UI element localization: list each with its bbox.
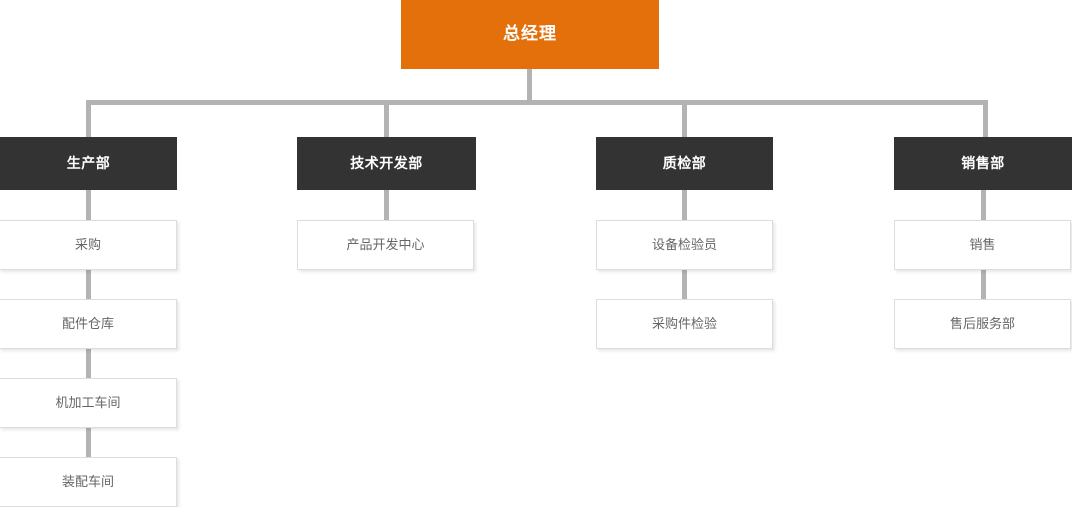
node-sales-department[interactable]: 销售部 — [894, 137, 1072, 190]
connector-drop-dept-3 — [682, 100, 687, 137]
connector-dept-3-child-1-to-2 — [682, 269, 687, 300]
node-procurement[interactable]: 采购 — [0, 220, 177, 270]
node-machining-workshop[interactable]: 机加工车间 — [0, 378, 177, 428]
connector-dept-1-child-3-to-4 — [86, 427, 91, 458]
node-equipment-inspector[interactable]: 设备检验员 — [596, 220, 773, 270]
node-technical-development-department[interactable]: 技术开发部 — [297, 137, 476, 190]
connector-root-stem — [527, 68, 532, 104]
node-production-department[interactable]: 生产部 — [0, 137, 177, 190]
connector-dept-1-child-2-to-3 — [86, 348, 91, 379]
connector-dept-1-child-1-to-2 — [86, 269, 91, 300]
connector-drop-dept-2 — [384, 100, 389, 137]
node-quality-inspection-department[interactable]: 质检部 — [596, 137, 773, 190]
node-product-development-center[interactable]: 产品开发中心 — [297, 220, 474, 270]
connector-drop-dept-4 — [983, 100, 988, 137]
connector-dept-3-to-child-1 — [682, 190, 687, 221]
node-after-sales-service-department[interactable]: 售后服务部 — [894, 299, 1071, 349]
node-general-manager[interactable]: 总经理 — [401, 0, 659, 69]
connector-dept-1-to-child-1 — [86, 190, 91, 221]
node-purchased-parts-inspection[interactable]: 采购件检验 — [596, 299, 773, 349]
connector-dept-4-to-child-1 — [981, 190, 986, 221]
node-assembly-workshop[interactable]: 装配车间 — [0, 457, 177, 507]
node-sales[interactable]: 销售 — [894, 220, 1071, 270]
connector-horizontal-bus — [86, 100, 988, 105]
node-parts-warehouse[interactable]: 配件仓库 — [0, 299, 177, 349]
connector-dept-4-child-1-to-2 — [981, 269, 986, 300]
connector-drop-dept-1 — [86, 100, 91, 137]
connector-dept-2-to-child-1 — [384, 190, 389, 221]
